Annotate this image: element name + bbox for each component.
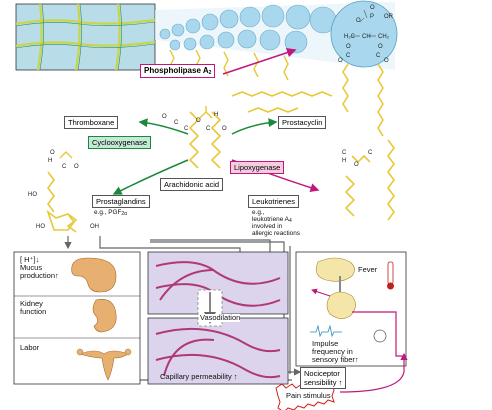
- prostaglandins-example: e.g., PGF2α: [94, 209, 128, 217]
- leukotrienes-label: Leukotrienes: [248, 195, 299, 208]
- impulse-frequency-label: Impulse frequency in sensory fiber↑: [312, 339, 359, 364]
- vasodilation-label: Vasodilation: [200, 313, 241, 322]
- atom-label: HO: [28, 192, 37, 198]
- arrow-to-prostaglandins: [112, 159, 189, 195]
- leukotrienes-example: e.g., leukotriene A4 involved in allergi…: [252, 209, 300, 237]
- atom-label: C: [346, 53, 351, 59]
- atom-label: O: [346, 44, 351, 50]
- meter-icon: [373, 329, 387, 343]
- atom-label: HO: [36, 224, 45, 230]
- prostacyclin-label: Prostacyclin: [278, 116, 327, 129]
- capillary-permeability-label: Capillary permeability ↑: [160, 372, 238, 381]
- fever-label: Fever: [358, 265, 378, 274]
- nervous-effects-panel: [295, 251, 407, 367]
- atom-label: C: [184, 126, 189, 132]
- pain-stimulus-label: Pain stimulus: [286, 391, 331, 400]
- stomach-icon: [71, 257, 117, 293]
- cell-membrane-panel: [15, 3, 156, 71]
- organ-effects-column: [13, 251, 141, 385]
- atom-label: H: [48, 158, 52, 164]
- brain-icon: [315, 257, 355, 282]
- atom-label: O: [196, 118, 201, 124]
- atom-label: O: [384, 58, 389, 64]
- vessel-effects-panel: [147, 251, 289, 385]
- atom-label: H: [214, 112, 218, 118]
- arachidonic-acid-structure: O C O: [188, 106, 227, 169]
- atom-label: C: [174, 120, 179, 126]
- atom-label: C: [376, 53, 381, 59]
- atom-label: O: [354, 162, 359, 168]
- atom-label: CH: [362, 34, 371, 40]
- atom-label: O: [356, 18, 361, 24]
- lipoxygenase-label: Lipoxygenase: [230, 161, 285, 174]
- atom-label: OH: [90, 224, 99, 230]
- atom-label: C: [342, 150, 347, 156]
- thromboxane-label: Thromboxane: [64, 116, 119, 129]
- atom-label: C: [368, 150, 373, 156]
- atom-label: P: [370, 14, 374, 20]
- atom-label: O: [222, 126, 227, 132]
- kidney-icon: [92, 299, 117, 333]
- arrow-to-thromboxane: [138, 118, 189, 135]
- atom-label: O: [370, 5, 375, 11]
- leukotriene-structure: C O H C O C C H: [162, 112, 373, 217]
- thermometer-icon: [387, 261, 394, 285]
- atom-label: O: [378, 44, 383, 50]
- prostaglandin-structure: O H C O HO HO OH: [28, 150, 99, 233]
- atom-label: O: [50, 150, 55, 156]
- atom-label: CH₂: [378, 34, 390, 40]
- atom-label: H₂C: [344, 34, 356, 40]
- labor-effect-label: Labor: [20, 343, 40, 352]
- prostaglandins-label: Prostaglandins: [92, 195, 150, 208]
- uterus-icon: [79, 350, 129, 381]
- phospholipase-label: Phospholipase A2: [140, 64, 216, 78]
- arrow-to-prostacyclin: [231, 118, 278, 135]
- phospholipid-zoom-circle: O P OR O H₂C CH CH₂ O O C O C O: [330, 0, 398, 137]
- phospholipase-arrow: [222, 47, 297, 75]
- nociceptor-label: Nociceptor sensibility ↑: [300, 367, 347, 389]
- atom-label: O: [338, 58, 343, 64]
- atom-label: C: [206, 126, 211, 132]
- atom-label: OR: [384, 14, 394, 20]
- atom-label: C: [62, 164, 67, 170]
- atom-label: O: [162, 114, 167, 120]
- spinal-cord-icon: [326, 291, 356, 319]
- cyclooxygenase-label: Cyclooxygenase: [88, 136, 152, 149]
- arachidonic-acid-label: Arachidonic acid: [160, 178, 224, 191]
- atom-label: O: [74, 164, 79, 170]
- kidney-effect-label: Kidney function: [20, 299, 47, 316]
- atom-label: H: [342, 158, 346, 164]
- fatty-acid-tails: [231, 91, 395, 221]
- stomach-effect-label: [ H⁺]↓ Mucus production↑: [20, 255, 59, 280]
